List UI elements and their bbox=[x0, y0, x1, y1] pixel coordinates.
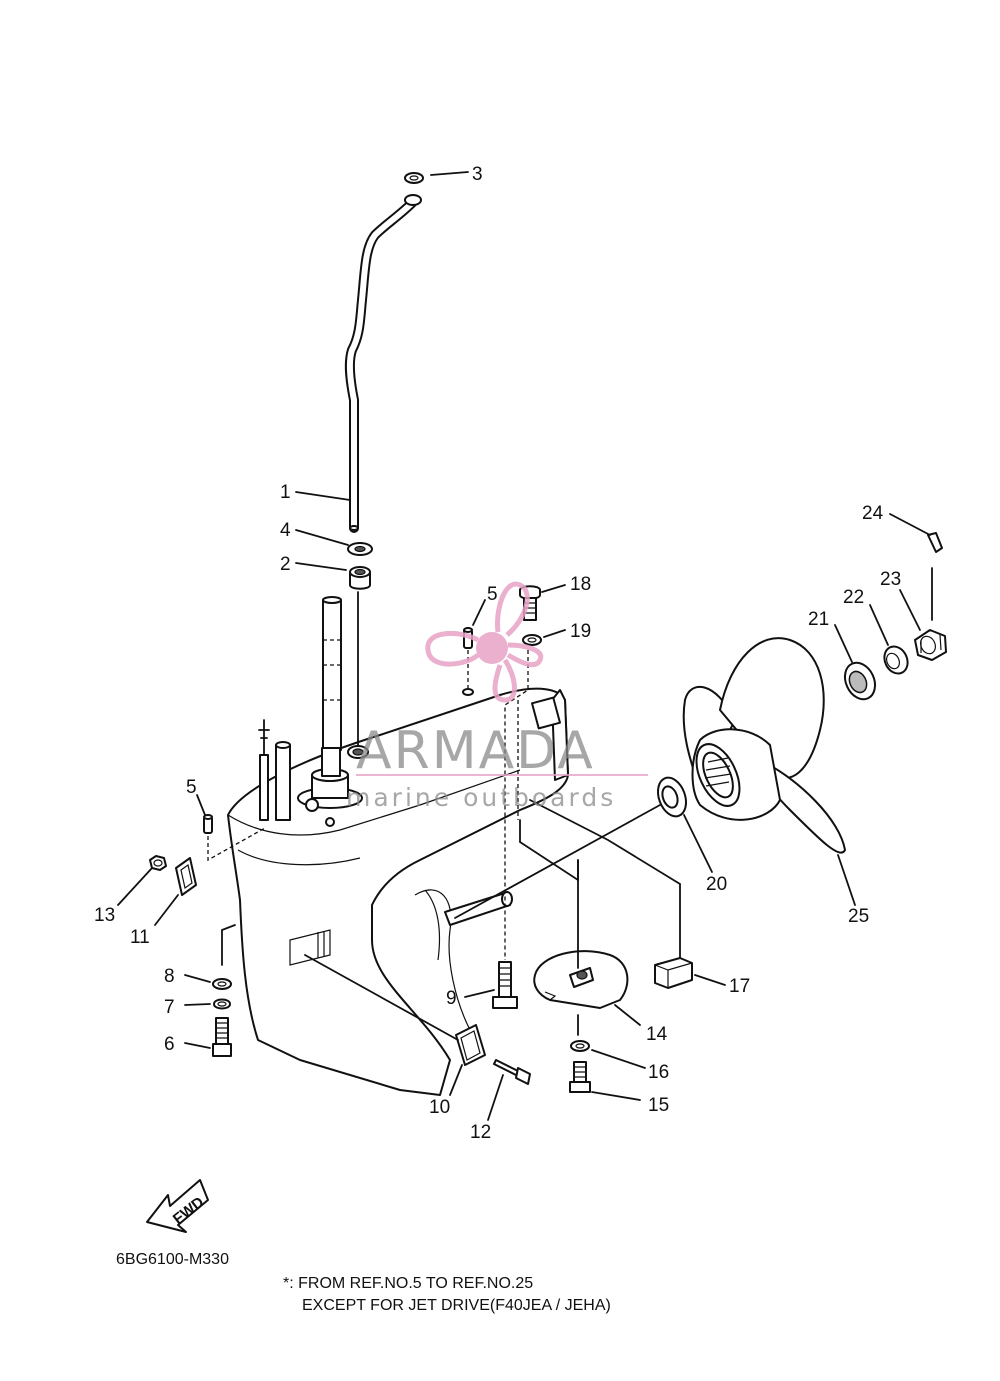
callout-4: 4 bbox=[280, 520, 291, 541]
callout-13: 13 bbox=[94, 905, 115, 926]
propeller-shaft bbox=[444, 891, 513, 926]
screw-12 bbox=[493, 1059, 531, 1085]
callout-21: 21 bbox=[808, 609, 829, 630]
watermark-brand: ARMADA bbox=[356, 721, 595, 781]
water-tube-grommet-seat bbox=[305, 745, 369, 827]
armada-watermark: ARMADA marine outboards bbox=[346, 581, 648, 812]
bolt-6 bbox=[212, 1017, 232, 1057]
callout-8: 8 bbox=[164, 966, 175, 987]
nut-23 bbox=[914, 629, 947, 661]
callout-14: 14 bbox=[646, 1024, 668, 1045]
water-tube bbox=[344, 194, 422, 533]
trim-tab-14 bbox=[533, 859, 629, 1009]
callout-15: 15 bbox=[648, 1095, 669, 1116]
callout-11: 11 bbox=[130, 927, 150, 948]
callout-16: 16 bbox=[648, 1062, 669, 1083]
cotter-pin-24 bbox=[927, 532, 943, 621]
callout-7: 7 bbox=[164, 997, 175, 1018]
callout-5-top: 5 bbox=[487, 584, 498, 605]
fwd-arrow-icon: FWD bbox=[146, 1179, 209, 1233]
watermark-tagline: marine outboards bbox=[346, 783, 616, 812]
leader-lines bbox=[117, 171, 931, 1121]
leader-casing-bolt bbox=[221, 924, 236, 966]
propeller-25 bbox=[682, 637, 846, 854]
washer-16 bbox=[570, 1040, 590, 1052]
grommet-11 bbox=[175, 857, 197, 896]
callout-12: 12 bbox=[470, 1122, 491, 1143]
callout-24: 24 bbox=[862, 503, 884, 524]
seal-4 bbox=[347, 542, 373, 556]
cover-10 bbox=[304, 954, 486, 1066]
leader-shaft-line bbox=[454, 804, 661, 919]
propeller-logo-icon bbox=[425, 581, 544, 703]
callout-6: 6 bbox=[164, 1034, 175, 1055]
shift-rod bbox=[258, 719, 291, 821]
leader-trim-tab bbox=[519, 819, 579, 882]
callout-5-left: 5 bbox=[186, 777, 197, 798]
callout-20: 20 bbox=[706, 874, 727, 895]
washer-8 bbox=[212, 978, 232, 990]
callout-3: 3 bbox=[472, 164, 483, 185]
grommet-2 bbox=[349, 566, 371, 590]
bolt-15 bbox=[569, 1061, 591, 1093]
callout-10: 10 bbox=[429, 1097, 450, 1118]
callout-25: 25 bbox=[848, 906, 869, 927]
washer-22 bbox=[883, 645, 909, 675]
spacer-21 bbox=[843, 661, 877, 701]
callout-1: 1 bbox=[280, 482, 291, 503]
grommet-3 bbox=[404, 172, 424, 184]
washer-19 bbox=[522, 634, 542, 646]
callout-22: 22 bbox=[843, 587, 864, 608]
thrust-washer-20 bbox=[656, 776, 688, 818]
note-line-2: EXCEPT FOR JET DRIVE(F40JEA / JEHA) bbox=[302, 1297, 611, 1314]
washer-7 bbox=[213, 998, 231, 1010]
callout-18: 18 bbox=[570, 574, 591, 595]
callout-2: 2 bbox=[280, 554, 291, 575]
diagram-code: 6BG6100-M330 bbox=[116, 1251, 229, 1268]
callout-23: 23 bbox=[880, 569, 901, 590]
callout-labels: 1 4 2 3 5 5 18 19 13 11 8 7 6 9 10 12 14… bbox=[94, 164, 901, 1143]
anode-17 bbox=[529, 799, 693, 989]
callout-17: 17 bbox=[729, 976, 750, 997]
callout-19: 19 bbox=[570, 621, 591, 642]
bolt-9 bbox=[492, 961, 518, 1009]
callout-9: 9 bbox=[446, 988, 457, 1009]
note-line-1: *: FROM REF.NO.5 TO REF.NO.25 bbox=[283, 1275, 533, 1292]
dowel-pin-left bbox=[203, 814, 266, 862]
